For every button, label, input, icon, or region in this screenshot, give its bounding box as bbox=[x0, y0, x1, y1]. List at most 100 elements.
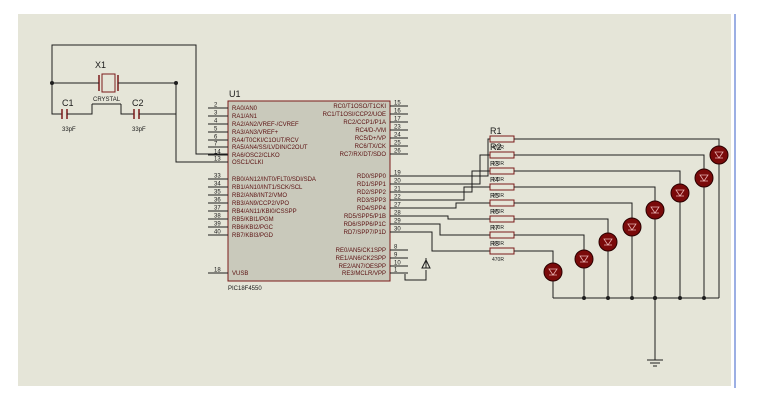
mcu-pin-number: 19 bbox=[394, 171, 401, 177]
mcu-pin-label: RA4/T0CKI/C1OUT/RCV bbox=[232, 138, 299, 144]
c1-right-wire bbox=[67, 104, 93, 115]
resistor-ref: R5 bbox=[490, 193, 499, 200]
mcu-pin-label: RB7/KBI3/PGD bbox=[232, 233, 274, 239]
crystal-body bbox=[101, 73, 116, 93]
port-d-wire bbox=[408, 231, 490, 252]
mcu-pin-number: 38 bbox=[214, 214, 221, 220]
mcu-pin-number: 29 bbox=[394, 219, 401, 225]
mcu-pin-number: 8 bbox=[394, 245, 398, 251]
resistor-value: 470R bbox=[492, 161, 504, 167]
led-diode-mark bbox=[650, 206, 660, 214]
led-icon bbox=[543, 262, 563, 282]
ground-symbol bbox=[647, 300, 663, 367]
resistor-body bbox=[489, 247, 515, 255]
mcu-ref: U1 bbox=[229, 89, 241, 99]
mcu-pin-number: 36 bbox=[214, 198, 221, 204]
mcu-pin-label: RB2/AN8/INT2/VMO bbox=[232, 193, 287, 199]
led-feed-wire bbox=[514, 218, 609, 233]
mcu-pin-number: 18 bbox=[214, 268, 221, 274]
mcu-pin-label: RB6/KBI2/PGC bbox=[232, 225, 274, 231]
c1-ref: C1 bbox=[62, 98, 74, 108]
mcu-pin-label: RA5/AN4/SS/LVDIN/C2OUT bbox=[232, 145, 308, 151]
mcu-pin-label: RB3/AN9/CCP2/VPO bbox=[232, 201, 289, 207]
mcu-pin-number: 24 bbox=[394, 133, 401, 139]
resistor-ref: R8 bbox=[490, 241, 499, 248]
mclr-wire bbox=[404, 270, 427, 281]
mcu-pin-number: 7 bbox=[214, 142, 218, 148]
mcu-pin-label: RD3/SPP3 bbox=[357, 198, 387, 204]
resistor-value: 470R bbox=[492, 209, 504, 215]
osc1-wire bbox=[52, 82, 228, 163]
mcu-pin-number: 9 bbox=[394, 253, 398, 259]
mcu-pin-label: RA6/OSC2/CLKO bbox=[232, 153, 280, 159]
mcu-pin-label: RE3/MCLR/VPP bbox=[342, 271, 386, 277]
resistor-ref: R6 bbox=[490, 209, 499, 216]
mcu-pin-label: RC5/D+/VP bbox=[355, 136, 386, 142]
led-icon bbox=[645, 200, 665, 220]
led-diode-mark bbox=[627, 223, 637, 231]
resistor-ref: R7 bbox=[490, 225, 499, 232]
mcu-pin-number: 21 bbox=[394, 187, 401, 193]
c2-value: 33pF bbox=[132, 127, 146, 133]
mcu-pin-label: RA3/AN3/VREF+ bbox=[232, 130, 279, 136]
led-icon bbox=[670, 183, 690, 203]
mcu-pin-label: RC1/T1OSI/CCP2/UOE bbox=[323, 112, 386, 118]
crystal-ref: X1 bbox=[95, 60, 106, 70]
led-feed-wire bbox=[514, 234, 585, 250]
port-d-wire bbox=[408, 186, 490, 201]
junction-dot bbox=[50, 81, 54, 85]
mcu-pin-label: RE2/AN7/OESPP bbox=[339, 264, 386, 270]
osc2-wire bbox=[51, 44, 228, 155]
mcu-pin-number: 34 bbox=[214, 182, 221, 188]
port-d-wire bbox=[408, 215, 490, 220]
mcu-pin-label: RD0/SPP0 bbox=[357, 174, 387, 180]
resistor-body bbox=[489, 183, 515, 191]
led-diode-mark bbox=[699, 174, 709, 182]
resistor-body bbox=[489, 151, 515, 159]
mcu-pin-number: 20 bbox=[394, 179, 401, 185]
led-driver-network: R1470RR2470RR3470RR4470RR5470RR6470RR747… bbox=[408, 126, 729, 300]
mcu-pin-number: 3 bbox=[214, 111, 218, 117]
resistor-value: 470R bbox=[492, 193, 504, 199]
resistor-value: 470R bbox=[492, 177, 504, 183]
c2-ref: C2 bbox=[132, 98, 144, 108]
mcu-pin-label: RD4/SPP4 bbox=[357, 206, 387, 212]
led-feed-wire bbox=[514, 186, 656, 201]
mcu-body bbox=[227, 100, 391, 282]
mcu-pin-number: 5 bbox=[214, 127, 218, 133]
led-diode-mark bbox=[548, 268, 558, 276]
mcu-pin-label: RB0/AN12/INT0/FLT0/SDI/SDA bbox=[232, 177, 316, 183]
mcu-pin-number: 28 bbox=[394, 211, 401, 217]
mcu-left-pins: 2RA0/AN03RA1/AN14RA2/AN2/VREF-/CVREF5RA3… bbox=[208, 103, 316, 277]
resistor-ref: R3 bbox=[490, 161, 499, 168]
c1-left-wire bbox=[51, 83, 62, 115]
mcu-pin-number: 39 bbox=[214, 222, 221, 228]
mcu-pin-number: 1 bbox=[394, 268, 398, 274]
resistor-body bbox=[489, 167, 515, 175]
port-d-wire bbox=[408, 138, 490, 177]
mcu-right-pins: 15RC0/T1OSO/T1CKI16RC1/T1OSI/CCP2/UOE17R… bbox=[323, 101, 408, 277]
c2-left-wire bbox=[120, 104, 134, 115]
junction-dot bbox=[174, 81, 178, 85]
mcu-pin-label: RD2/SPP2 bbox=[357, 190, 387, 196]
resistor-ref: R4 bbox=[490, 177, 499, 184]
led-feed-wire bbox=[514, 154, 705, 169]
mcu-pin-label: RC6/TX/CK bbox=[355, 144, 386, 150]
mcu-pin-label: RC4/D-/VM bbox=[355, 128, 386, 134]
led-icon bbox=[694, 168, 714, 188]
mcu-pin-number: 17 bbox=[394, 117, 401, 123]
mcu-pin-label: RD5/SPP5/P1B bbox=[344, 214, 386, 220]
c1-value: 33pF bbox=[62, 127, 76, 133]
mcu-pin-number: 13 bbox=[214, 157, 221, 163]
mcu-pin-number: 10 bbox=[394, 261, 401, 267]
microcontroller: U1 PIC18F4550 2RA0/AN03RA1/AN14RA2/AN2/V… bbox=[208, 89, 408, 292]
mcu-pin-label: RB1/AN10/INT1/SCK/SCL bbox=[232, 185, 303, 191]
led-diode-mark bbox=[675, 189, 685, 197]
mcu-pin-number: 14 bbox=[214, 150, 221, 156]
mcu-pin-number: 33 bbox=[214, 174, 221, 180]
mcu-pin-number: 6 bbox=[214, 135, 218, 141]
mcu-pin-label: OSC1/CLKI bbox=[232, 160, 264, 166]
mcu-pin-number: 16 bbox=[394, 109, 401, 115]
mcu-pin-label: RE0/AN5/CK1SPP bbox=[336, 248, 386, 254]
